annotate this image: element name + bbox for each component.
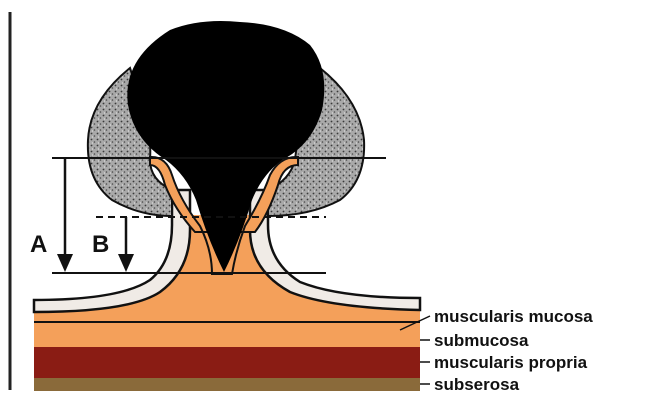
submucosa-band (34, 322, 420, 347)
label-subserosa: subserosa (434, 375, 520, 394)
arrow-b (118, 217, 134, 272)
measurement-label-a: A (30, 231, 47, 258)
subserosa-band (34, 377, 420, 391)
arrow-a (57, 158, 73, 272)
measurement-label-b: B (92, 231, 109, 258)
label-muscularis-propria: muscularis propria (434, 353, 588, 372)
label-muscularis-mucosa: muscularis mucosa (434, 307, 593, 326)
muscularis-propria-band (34, 346, 420, 378)
tumor-head (127, 21, 324, 272)
label-submucosa: submucosa (434, 331, 529, 350)
